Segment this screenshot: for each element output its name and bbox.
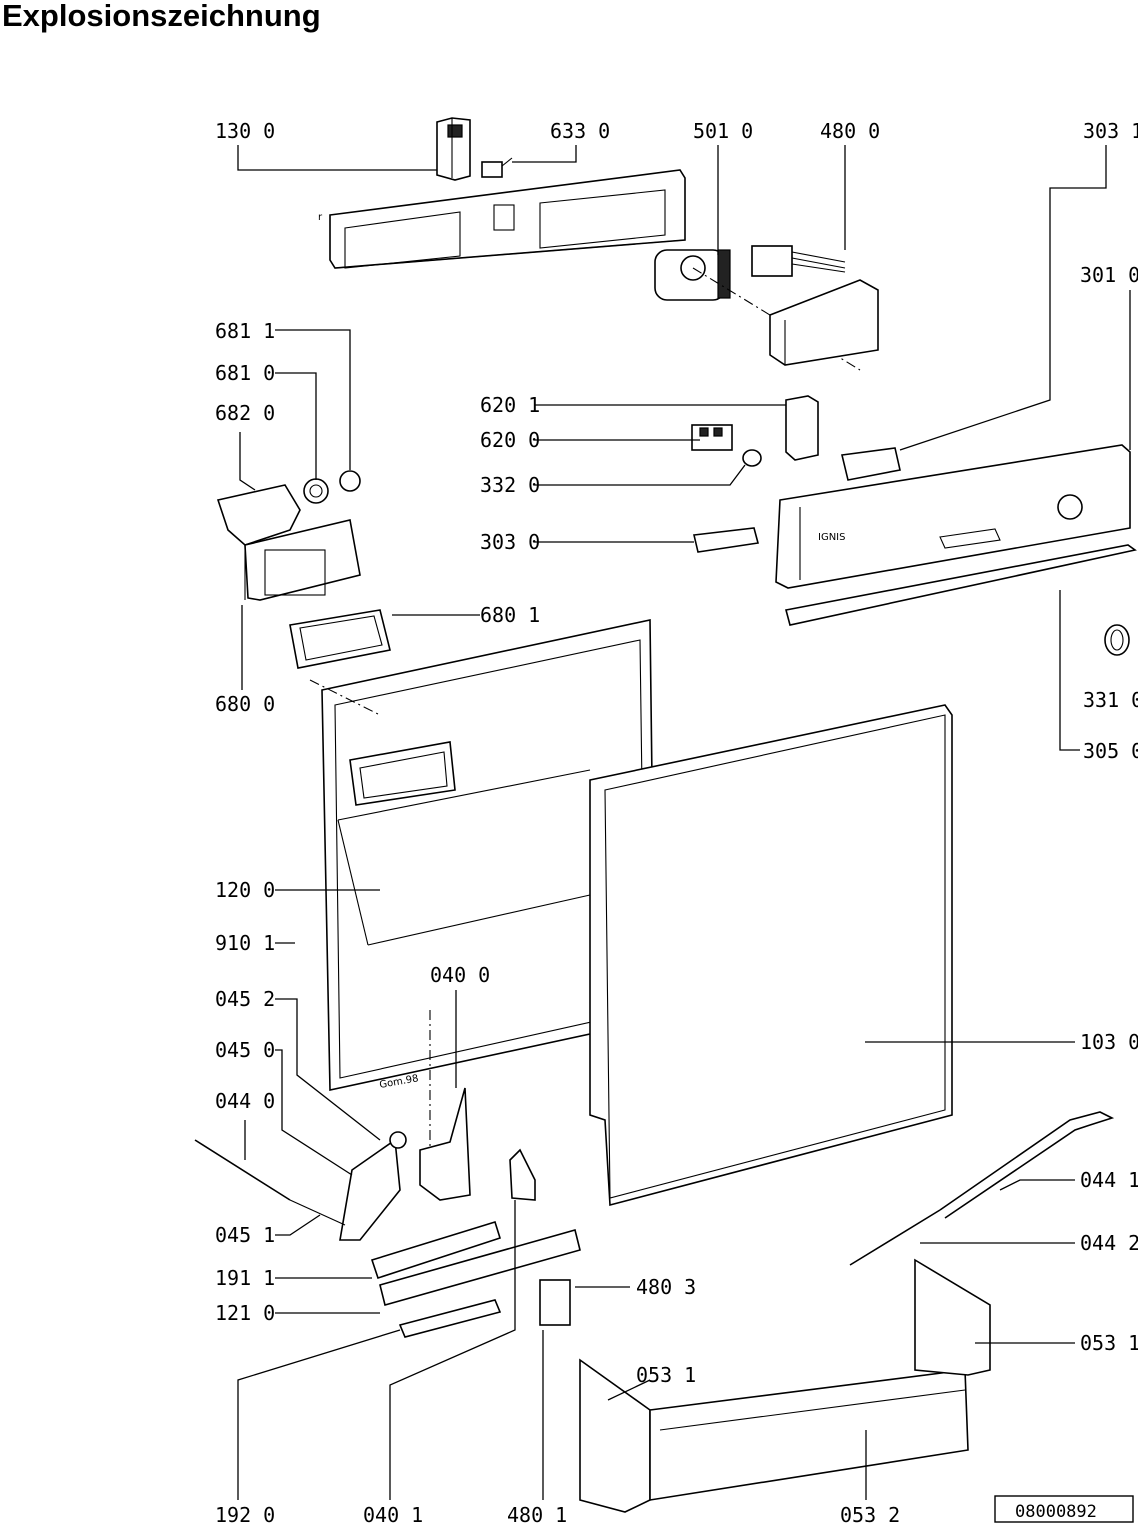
control-panel-frame: r <box>318 169 686 269</box>
label-040-1: 040 1 <box>363 1503 423 1525</box>
part-130-0-bracket <box>436 117 471 181</box>
label-681-1: 681 1 <box>215 319 275 343</box>
label-044-0: 044 0 <box>215 1089 275 1113</box>
svg-text:r: r <box>318 212 323 223</box>
part-103-0-door-panel <box>589 704 953 1207</box>
part-681-1-ring <box>339 470 361 492</box>
label-680-1: 680 1 <box>480 603 540 627</box>
label-191-1: 191 1 <box>215 1266 275 1290</box>
label-332-0: 332 0 <box>480 473 540 497</box>
label-620-1: 620 1 <box>480 393 540 417</box>
label-680-0: 680 0 <box>215 692 275 716</box>
part-303-0-button <box>693 527 760 553</box>
label-044-2: 044 2 <box>1080 1231 1138 1255</box>
part-192-0-strip <box>398 1299 502 1338</box>
label-305-0: 305 0 <box>1083 739 1138 763</box>
label-192-0: 192 0 <box>215 1503 275 1525</box>
part-044-1-rod <box>849 1111 1115 1266</box>
label-633-0: 633 0 <box>550 119 610 143</box>
label-301-0: 301 0 <box>1080 263 1138 287</box>
label-480-1: 480 1 <box>507 1503 567 1525</box>
label-501-0: 501 0 <box>693 119 753 143</box>
part-120-0-inner-door: Gom.98 <box>309 619 656 1091</box>
part-045-0-hinge <box>339 1131 407 1241</box>
label-053-1-left: 053 1 <box>636 1363 696 1387</box>
part-480-3-clip <box>539 1279 571 1326</box>
label-620-0: 620 0 <box>480 428 540 452</box>
leader-lines <box>237 145 1131 1500</box>
label-045-1: 045 1 <box>215 1223 275 1247</box>
page-title: Explosionszeichnung <box>2 0 321 33</box>
label-480-0: 480 0 <box>820 119 880 143</box>
label-681-0: 681 0 <box>215 361 275 385</box>
label-910-1: 910 1 <box>215 931 275 955</box>
label-103-0: 103 0 <box>1080 1030 1138 1054</box>
label-303-0: 303 0 <box>480 530 540 554</box>
part-040-0-hinge-bracket <box>419 1010 471 1201</box>
part-633-0-switch <box>481 157 513 178</box>
part-480-0-connector <box>751 245 846 277</box>
brand-mark: IGNIS <box>818 532 845 543</box>
part-620-1-bracket <box>785 395 819 461</box>
label-331-0: 331 0 <box>1083 688 1138 712</box>
label-053-2: 053 2 <box>840 1503 900 1525</box>
drawing-number-box: 08000892 <box>994 1495 1134 1523</box>
drawing-number: 08000892 <box>1015 1502 1097 1522</box>
label-044-1: 044 1 <box>1080 1168 1138 1192</box>
part-301-0-control-panel: IGNIS <box>775 444 1131 589</box>
label-682-0: 682 0 <box>215 401 275 425</box>
label-130-0: 130 0 <box>215 119 275 143</box>
part-331-0-knob <box>1104 624 1130 656</box>
label-121-0: 121 0 <box>215 1301 275 1325</box>
part-620-0-switch <box>691 424 733 451</box>
part-680-1-gasket <box>289 609 391 669</box>
part-681-0-button <box>303 478 329 504</box>
timer-bracket <box>769 279 879 366</box>
label-045-0: 045 0 <box>215 1038 275 1062</box>
part-191-1-rail <box>370 1221 581 1306</box>
part-305-0-strip <box>785 544 1137 626</box>
part-332-0-knob <box>742 449 762 467</box>
label-040-0: 040 0 <box>430 963 490 987</box>
part-682-0-dispenser <box>216 484 361 601</box>
part-044-0-spring <box>194 1139 346 1226</box>
part-303-1-button <box>841 447 901 481</box>
part-053-2-kickplate <box>579 1258 991 1513</box>
label-120-0: 120 0 <box>215 878 275 902</box>
part-040-1-bracket <box>509 1148 536 1201</box>
label-045-2: 045 2 <box>215 987 275 1011</box>
label-303-1: 303 1 <box>1083 119 1138 143</box>
label-480-3: 480 3 <box>636 1275 696 1299</box>
label-053-1-right: 053 1 <box>1080 1331 1138 1355</box>
